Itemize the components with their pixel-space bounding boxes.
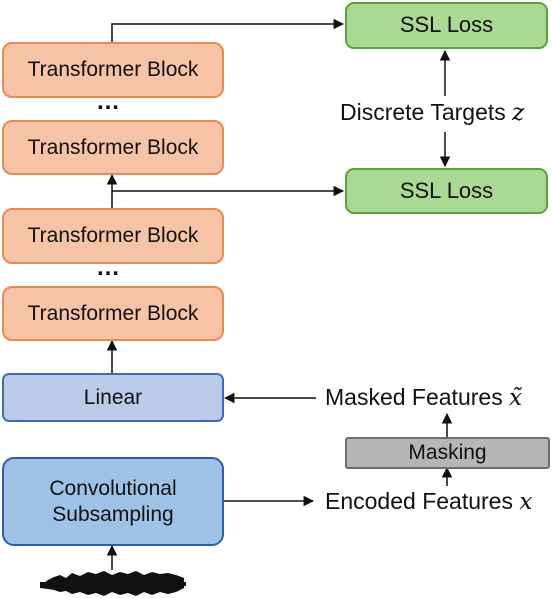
masked-features-text: Masked Features [325,384,503,410]
linear-block-label: Linear [83,385,143,409]
linear-block: Linear [2,373,224,422]
transformer-block-top-label: Transformer Block [27,58,199,82]
transformer-block-bottom-label: Transformer Block [27,301,199,325]
transformer-block-2: Transformer Block [2,120,224,175]
encoded-features-label: Encoded Features x [325,490,532,514]
ssl-loss-top-label: SSL Loss [399,12,494,38]
masking-block-label: Masking [408,441,487,465]
ssl-loss-middle-label: SSL Loss [399,177,494,203]
conv-label-line2: Subsampling [52,502,174,526]
encoded-features-text: Encoded Features [325,488,513,514]
conv-subsampling-block: Convolutional Subsampling [2,457,224,546]
masking-block: Masking [345,437,550,469]
transformer-block-2-label: Transformer Block [27,135,199,159]
masked-features-var: x̃ [509,385,523,411]
discrete-targets-text: Discrete Targets [340,99,506,125]
encoded-features-var: x [519,489,533,515]
conv-label-line1: Convolutional [49,477,177,501]
transformer-block-3-label: Transformer Block [27,224,199,248]
transformer-block-top: Transformer Block [2,42,224,98]
ssl-loss-top: SSL Loss [345,2,548,49]
ellipsis-lower: … [96,254,121,281]
discrete-targets-var: z [512,100,525,126]
ssl-loss-middle: SSL Loss [345,168,548,214]
arrow-top-transformer-to-ssl-loss [111,18,345,42]
discrete-targets-label: Discrete Targets z [340,101,524,125]
masked-features-label: Masked Features x̃ [325,386,522,410]
waveform-icon [40,571,186,596]
ellipsis-upper: … [96,88,121,115]
transformer-block-bottom: Transformer Block [2,286,224,341]
transformer-block-3: Transformer Block [2,208,224,264]
